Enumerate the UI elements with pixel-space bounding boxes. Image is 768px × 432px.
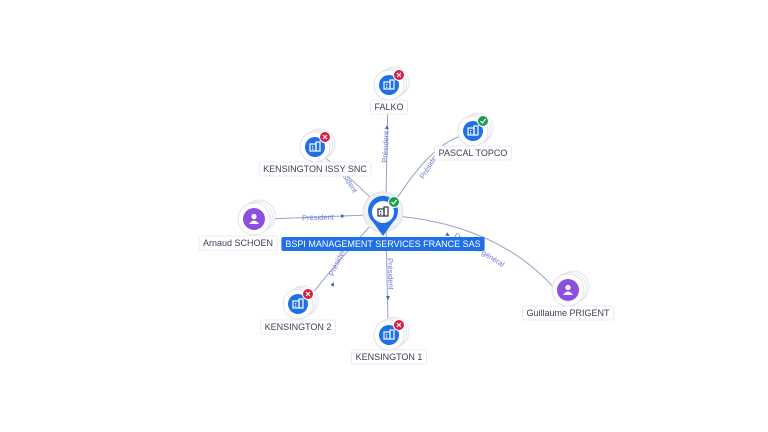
building-icon: [309, 141, 321, 152]
nodes-layer: FALKO PASCAL TOPCO KENSINGTON ISSY SNC Arna…: [198, 66, 614, 365]
close-badge-icon: [393, 69, 405, 81]
check-badge-icon: [477, 115, 489, 127]
center-node[interactable]: BSPI MANAGEMENT SERVICES FRANCE SAS: [281, 191, 485, 251]
edge-arrow-icon: [330, 282, 335, 287]
node-label: FALKO: [370, 99, 408, 115]
node-name: KENSINGTON 1: [356, 352, 423, 362]
person-icon: [249, 213, 259, 224]
node-label: Arnaud SCHOEN: [198, 235, 278, 251]
node-pascal-topco[interactable]: PASCAL TOPCO: [434, 112, 512, 161]
close-badge-icon: [302, 288, 314, 300]
edge-label: Président: [380, 130, 391, 163]
building-icon: [292, 298, 304, 309]
node-label: PASCAL TOPCO: [434, 145, 512, 161]
node-falko[interactable]: FALKO: [370, 66, 410, 115]
edge-label: Président: [302, 212, 335, 222]
node-label: KENSINGTON 1: [351, 349, 427, 365]
node-name: Guillaume PRIGENT: [526, 308, 610, 318]
node-name: BSPI MANAGEMENT SERVICES FRANCE SAS: [285, 239, 480, 249]
node-name: KENSINGTON 2: [265, 322, 332, 332]
building-icon: [377, 206, 389, 217]
edge-arrow-icon: [445, 232, 450, 237]
edge-arnaud-center[interactable]: Président: [267, 212, 369, 223]
node-name: Arnaud SCHOEN: [203, 238, 273, 248]
edge-line: [267, 214, 369, 220]
edge-line: [396, 215, 557, 291]
close-badge-icon: [319, 131, 331, 143]
building-icon: [383, 329, 395, 340]
edge-arrow-icon: [384, 125, 389, 130]
edge-line: [395, 135, 462, 201]
node-kensington-issy[interactable]: KENSINGTON ISSY SNC: [258, 128, 372, 177]
node-label: KENSINGTON 2: [260, 319, 336, 335]
node-kensington-2[interactable]: KENSINGTON 2: [260, 285, 336, 335]
edge-center-kensington-2[interactable]: Président: [309, 223, 373, 298]
edge-guillaume-center[interactable]: Directeur général: [396, 215, 557, 291]
center-node-label: BSPI MANAGEMENT SERVICES FRANCE SAS: [281, 237, 485, 251]
node-label: Guillaume PRIGENT: [522, 305, 614, 321]
building-icon: [383, 79, 395, 90]
close-badge-icon: [393, 319, 405, 331]
node-guillaume[interactable]: Guillaume PRIGENT: [522, 270, 614, 321]
edge-label: Président: [385, 258, 395, 291]
building-icon: [467, 125, 479, 136]
node-name: PASCAL TOPCO: [439, 148, 508, 158]
person-icon: [563, 284, 573, 295]
node-kensington-1[interactable]: KENSINGTON 1: [351, 316, 427, 365]
node-name: FALKO: [374, 102, 403, 112]
check-badge-icon: [388, 196, 400, 208]
node-label: KENSINGTON ISSY SNC: [258, 161, 372, 177]
node-arnaud[interactable]: Arnaud SCHOEN: [198, 199, 278, 251]
node-name: KENSINGTON ISSY SNC: [263, 164, 367, 174]
edge-arrow-icon: [385, 295, 390, 300]
edge-arrow-icon: [340, 214, 345, 219]
